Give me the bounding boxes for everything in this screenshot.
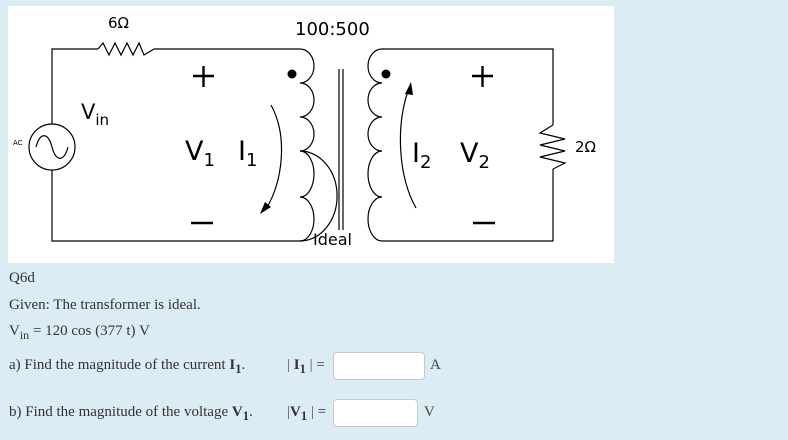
circuit-diagram: 6Ω 100:500 AC Ideal 2Ω Vin V1 I1 I2 V2: [8, 6, 614, 263]
vin-expression: Vin = 120 cos (377 t) V: [9, 323, 150, 343]
i2-arrowhead-icon: [405, 82, 413, 95]
primary-resistor-label: 6Ω: [108, 14, 129, 32]
v1-label: V1: [185, 136, 215, 171]
part-a-magnitude-label: | I1 | =: [287, 357, 325, 376]
ac-label: AC: [13, 139, 23, 147]
ac-source-icon: [28, 123, 76, 171]
secondary-coil-icon: [367, 48, 383, 242]
i1-arrowhead-icon: [260, 202, 271, 214]
i2-arrow-arc: [399, 90, 417, 209]
current-i1-input[interactable]: [333, 352, 425, 380]
i1-arrow-arc: [265, 104, 283, 210]
load-resistor-label: 2Ω: [575, 138, 596, 156]
primary-top-left-wire: [51, 48, 98, 124]
primary-dot-icon: [287, 69, 297, 79]
secondary-top-wire: [382, 48, 554, 125]
part-b-unit: V: [424, 404, 435, 420]
vin-symbol: V: [9, 323, 20, 339]
v2-label: V2: [460, 138, 490, 173]
primary-coil-icon: [299, 48, 338, 242]
i1-label: I1: [238, 136, 257, 171]
part-a-prompt: a) Find the magnitude of the current I1.: [9, 357, 246, 376]
part-b-symbol: V: [231, 404, 243, 420]
resistor-6ohm-icon: [97, 41, 155, 57]
part-b-magnitude-label: |V1 | =: [287, 404, 327, 423]
resistor-2ohm-icon: [538, 124, 567, 170]
given-text: Given: The transformer is ideal.: [9, 297, 201, 313]
vin-label: Vin: [81, 100, 109, 129]
voltage-v1-input[interactable]: [333, 399, 418, 427]
transformer-circuit-svg: 6Ω 100:500 AC Ideal 2Ω Vin V1 I1 I2 V2: [13, 14, 596, 249]
question-id: Q6d: [9, 270, 35, 286]
core-label: Ideal: [313, 230, 352, 249]
vin-subscript: in: [19, 328, 30, 342]
turns-ratio-label: 100:500: [295, 19, 370, 40]
part-a-unit: A: [430, 357, 441, 373]
secondary-dot-icon: [381, 69, 391, 79]
part-a-symbol: I: [229, 357, 236, 373]
i2-label: I2: [412, 138, 431, 173]
secondary-bottom-wire: [382, 169, 554, 242]
vin-value: = 120 cos (377 t) V: [29, 323, 150, 339]
primary-bottom-wire: [51, 170, 300, 242]
part-b-prompt: b) Find the magnitude of the voltage V1.: [9, 404, 253, 423]
